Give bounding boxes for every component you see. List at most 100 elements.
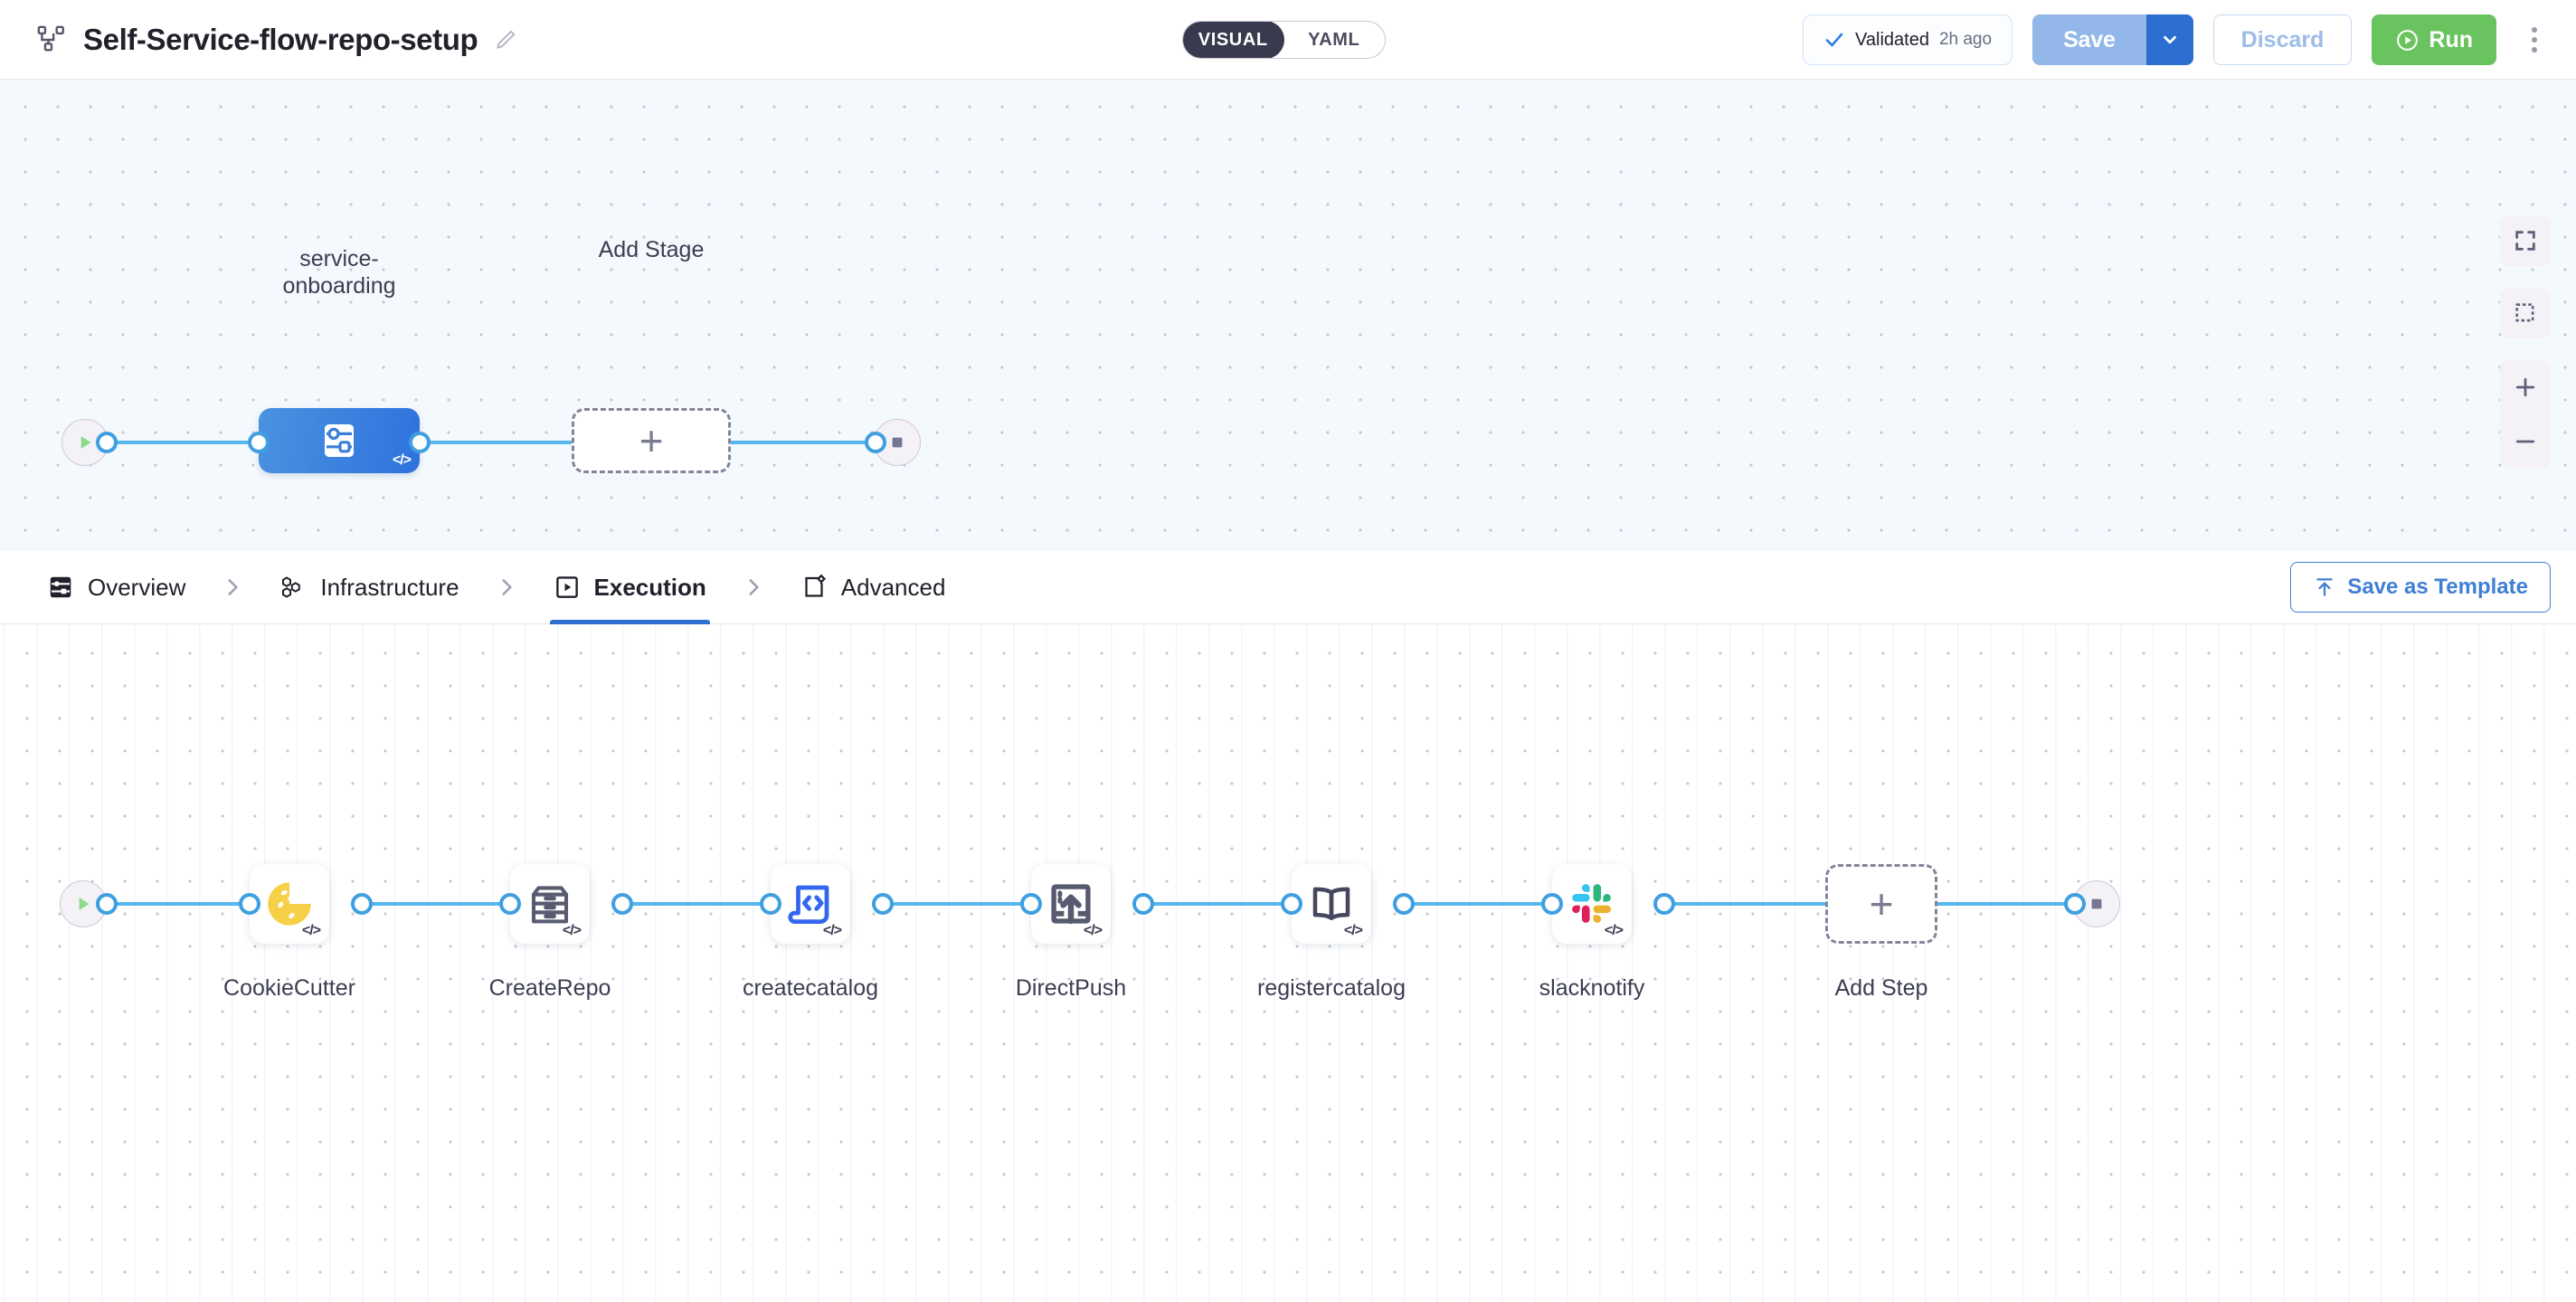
stage-glyph-icon	[325, 424, 354, 457]
port-step-end-in[interactable]	[2064, 893, 2086, 915]
header-left-group: Self-Service-flow-repo-setup	[0, 23, 517, 57]
step-node-registercatalog[interactable]: </>	[1292, 864, 1371, 944]
overview-icon	[50, 576, 71, 598]
port-step-4-in[interactable]	[1020, 893, 1042, 915]
chevron-down-icon	[2163, 35, 2176, 44]
save-button-group: Save	[2032, 14, 2193, 65]
port-start-out[interactable]	[96, 432, 118, 453]
step-node-createcatalog[interactable]: </>	[771, 864, 850, 944]
port-step-5-in[interactable]	[1281, 893, 1302, 915]
canvas-controls	[2500, 215, 2551, 469]
app-header: Self-Service-flow-repo-setup VISUAL YAML…	[0, 0, 2576, 80]
port-step-6-out[interactable]	[1653, 893, 1675, 915]
pipeline-icon	[36, 24, 67, 55]
save-options-dropdown[interactable]	[2145, 14, 2193, 65]
port-step-4-out[interactable]	[1132, 893, 1154, 915]
tab-overview[interactable]: Overview	[43, 551, 189, 624]
zoom-in-button[interactable]	[2500, 360, 2551, 414]
wire-start-to-stage	[107, 441, 260, 444]
pencil-icon[interactable]	[494, 28, 517, 52]
step-code-badge: </>	[1083, 923, 1103, 938]
chevron-right-icon	[501, 579, 512, 595]
chevron-right-icon	[749, 579, 759, 595]
stage-config-tabs: Overview Infrastructure Execution Advanc…	[0, 551, 2576, 624]
step-node-createrepo[interactable]: </>	[510, 864, 590, 944]
save-as-template-label: Save as Template	[2347, 575, 2528, 599]
step-label-directpush: DirectPush	[1015, 975, 1127, 1001]
plus-icon: +	[1869, 880, 1894, 927]
page-title: Self-Service-flow-repo-setup	[83, 22, 478, 56]
stage-node-service-onboarding[interactable]: </>	[259, 408, 420, 473]
port-step-start-out[interactable]	[96, 893, 118, 915]
discard-button[interactable]: Discard	[2212, 14, 2353, 65]
check-icon	[1823, 29, 1845, 51]
port-step-3-out[interactable]	[872, 893, 894, 915]
port-stage-out[interactable]	[409, 432, 431, 453]
code-document-icon	[788, 885, 829, 924]
add-step-label: Add Step	[1834, 975, 1928, 1001]
port-end-in[interactable]	[865, 432, 886, 453]
view-mode-toggle[interactable]: VISUAL YAML	[1182, 21, 1386, 59]
tab-execution-label: Execution	[593, 573, 706, 601]
stop-square-icon	[892, 437, 903, 448]
slack-icon	[1572, 884, 1611, 923]
marquee-select-icon	[2515, 303, 2534, 322]
step-node-directpush[interactable]: </>	[1031, 864, 1111, 944]
tab-advanced-label: Advanced	[840, 573, 946, 601]
add-stage-button[interactable]: +	[572, 408, 731, 473]
step-code-badge: </>	[1343, 923, 1363, 938]
wire-step-6-to-addstep	[1664, 902, 1836, 906]
wire-step-4-to-5	[1143, 902, 1306, 906]
add-step-button[interactable]: +	[1825, 864, 1937, 944]
push-upload-icon	[1051, 884, 1091, 925]
step-node-cookiecutter[interactable]: </>	[250, 864, 329, 944]
kebab-menu-icon[interactable]	[2516, 14, 2552, 65]
wire-step-3-to-4	[883, 902, 1046, 906]
wire-step-5-to-6	[1404, 902, 1567, 906]
play-circle-icon	[2397, 29, 2419, 51]
port-step-1-out[interactable]	[351, 893, 373, 915]
step-code-badge: </>	[1604, 923, 1624, 938]
plus-icon: +	[639, 417, 664, 464]
port-step-1-in[interactable]	[239, 893, 260, 915]
mode-option-yaml[interactable]: YAML	[1308, 29, 1360, 50]
play-icon	[79, 897, 90, 911]
save-as-template-button[interactable]: Save as Template	[2290, 562, 2551, 613]
zoom-controls	[2500, 360, 2551, 469]
run-button[interactable]: Run	[2372, 14, 2496, 65]
status-badge: Validated 2h ago	[1803, 14, 2013, 65]
step-label-registercatalog: registercatalog	[1257, 975, 1406, 1001]
advanced-gear-icon	[805, 574, 826, 597]
stage-graph: </> service- onboarding + Add Stage	[0, 80, 2576, 551]
header-actions: Validated 2h ago Save Discard Run	[1803, 0, 2552, 80]
port-step-6-in[interactable]	[1541, 893, 1563, 915]
wire-step-2-to-3	[622, 902, 785, 906]
step-code-badge: </>	[562, 923, 582, 938]
chevron-right-icon	[228, 579, 238, 595]
stage-canvas[interactable]: </> service- onboarding + Add Stage	[0, 80, 2576, 551]
port-step-3-in[interactable]	[760, 893, 781, 915]
port-step-2-in[interactable]	[499, 893, 521, 915]
step-graph: </> CookieCutter </> CreateRepo </>	[0, 624, 2576, 1302]
step-canvas[interactable]: </> CookieCutter </> CreateRepo </>	[0, 624, 2576, 1302]
marquee-select-button[interactable]	[2500, 288, 2551, 338]
port-step-5-out[interactable]	[1393, 893, 1415, 915]
tab-advanced[interactable]: Advanced	[797, 551, 950, 624]
cookie-icon	[268, 882, 311, 926]
fit-to-screen-button[interactable]	[2500, 215, 2551, 266]
step-node-slacknotify[interactable]: </>	[1552, 864, 1632, 944]
port-step-2-out[interactable]	[611, 893, 633, 915]
mode-option-visual[interactable]: VISUAL	[1183, 22, 1284, 58]
tab-infrastructure[interactable]: Infrastructure	[276, 551, 462, 624]
stop-square-icon	[2091, 898, 2102, 909]
save-button[interactable]: Save	[2032, 14, 2146, 65]
zoom-in-icon	[2515, 377, 2535, 397]
port-stage-in[interactable]	[248, 432, 270, 453]
wire-stage-to-addstage	[414, 441, 579, 444]
tab-overview-label: Overview	[88, 573, 186, 601]
stage-code-badge: </>	[392, 452, 412, 468]
add-stage-label: Add Stage	[598, 237, 705, 262]
tab-execution[interactable]: Execution	[549, 551, 711, 624]
zoom-out-button[interactable]	[2500, 414, 2551, 469]
open-book-icon	[1312, 887, 1350, 920]
